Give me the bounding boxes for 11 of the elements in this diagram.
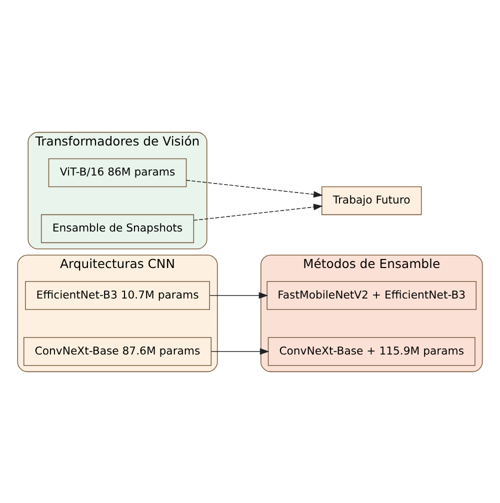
node-box: Ensamble de Snapshots [40, 214, 194, 243]
node-box: ConvNeXt-Base + 115.9M params [268, 336, 476, 366]
node-box: Trabajo Futuro [322, 186, 422, 215]
arrow [186, 179, 323, 198]
node-box: FastMobileNetV2 + EfficientNet-B3 [266, 280, 477, 310]
node-box: ConvNeXt-Base 87.6M params [23, 336, 212, 366]
node-box: EfficientNet-B3 10.7M params [25, 280, 210, 310]
node-box: ViT-B/16 86M params [48, 158, 187, 187]
arrow [193, 203, 323, 220]
arrow [209, 292, 268, 298]
arrow [210, 348, 270, 354]
